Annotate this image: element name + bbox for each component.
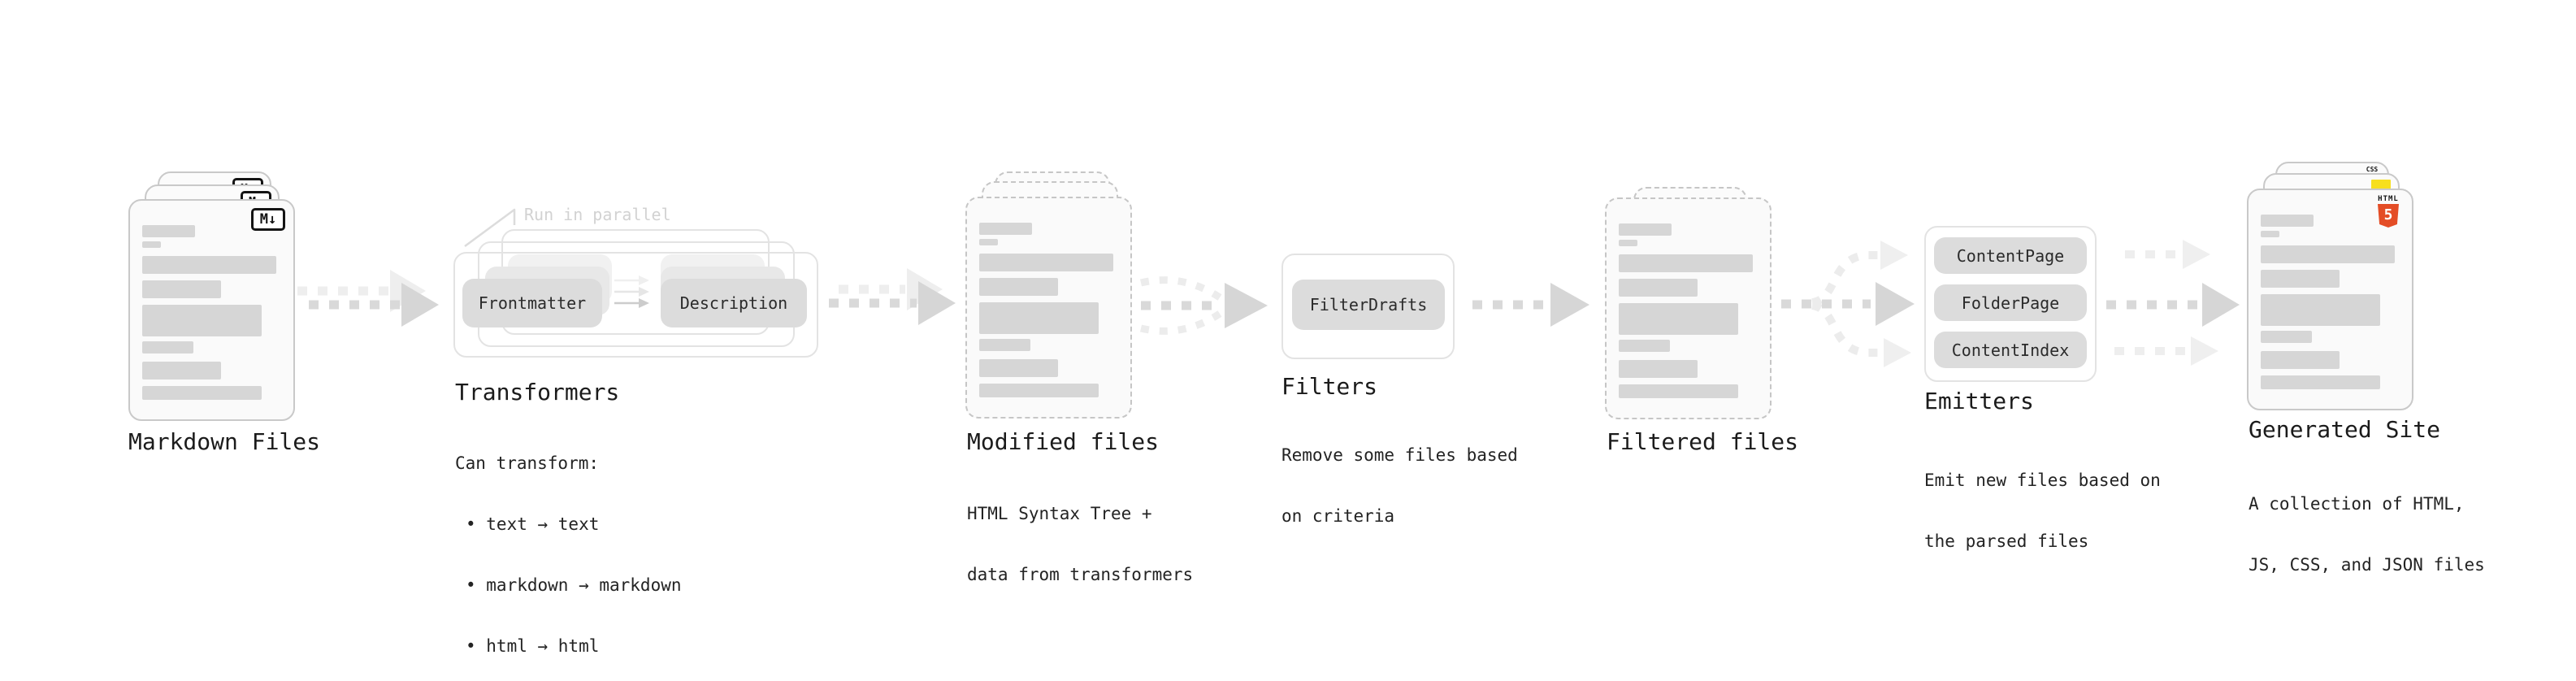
arrow-filters-to-filtered: [1472, 283, 1589, 327]
filtered-document: [1605, 197, 1772, 419]
run-in-parallel-note: Run in parallel: [524, 205, 671, 224]
html5-shield: 5: [2378, 204, 2399, 228]
text-line-bar: [1619, 223, 1672, 236]
stage-title-filtered-files: Filtered files: [1607, 428, 1799, 455]
arrow-modified-to-filters: [1139, 276, 1268, 335]
text-line-bar: [2261, 351, 2340, 369]
text-line-bar: [2261, 231, 2279, 237]
desc-line: HTML Syntax Tree +: [967, 504, 1152, 523]
text-line-bar: [142, 241, 161, 248]
desc-line: the parsed files: [1924, 531, 2089, 551]
text-line-bar: [2261, 215, 2314, 227]
note-leader-line: [464, 208, 516, 248]
generated-site-description: A collection of HTML, JS, CSS, and JSON …: [2249, 453, 2485, 616]
text-line-bar: [979, 302, 1099, 334]
text-line-bar: [979, 359, 1058, 377]
text-line-bar: [979, 278, 1058, 296]
emitters-description: Emit new files based on the parsed files: [1924, 430, 2161, 592]
desc-line: A collection of HTML,: [2249, 494, 2465, 514]
html5-number: 5: [2383, 206, 2393, 223]
desc-line: on criteria: [1281, 506, 1395, 526]
desc-line: Can transform:: [455, 453, 600, 473]
stage-title-transformers: Transformers: [455, 379, 620, 406]
text-line-bar: [1619, 254, 1753, 272]
stage-title-modified-files: Modified files: [967, 428, 1160, 455]
text-line-bar: [142, 256, 276, 274]
frontmatter-pill: Frontmatter: [462, 279, 602, 327]
arrow-emitters-to-generated-bottom: [2114, 336, 2218, 366]
stage-title-filters: Filters: [1281, 373, 1378, 400]
text-line-bar: [1619, 384, 1738, 398]
text-line-bar: [979, 384, 1099, 397]
text-line-bar: [2261, 270, 2340, 288]
text-line-bar: [979, 339, 1030, 351]
transformers-description: Can transform: • text → text • markdown …: [455, 413, 682, 681]
desc-line: JS, CSS, and JSON files: [2249, 555, 2485, 575]
modified-files-description: HTML Syntax Tree + data from transformer…: [967, 463, 1193, 626]
filters-description: Remove some files based on criteria: [1281, 405, 1518, 567]
text-line-bar: [979, 223, 1032, 235]
desc-line: • text → text: [466, 514, 600, 534]
text-line-bar: [2261, 331, 2312, 343]
desc-line: • markdown → markdown: [466, 575, 682, 595]
js-file-icon: [2371, 180, 2391, 189]
modified-document: [965, 197, 1132, 419]
folderpage-pill: FolderPage: [1934, 284, 2087, 321]
arrow-filtered-to-emitters: [1781, 241, 1915, 367]
markdown-document: M↓: [128, 199, 295, 421]
text-line-bar: [142, 280, 221, 298]
description-pill: Description: [661, 279, 807, 327]
arrow-transformers-to-modified: [829, 281, 956, 325]
html5-word: HTML: [2378, 195, 2399, 203]
text-line-bar: [1619, 240, 1637, 246]
text-line-bar: [979, 239, 998, 245]
desc-line: data from transformers: [967, 565, 1194, 584]
desc-line: Emit new files based on: [1924, 471, 2161, 490]
markdown-icon: M↓: [251, 208, 285, 231]
transformer-frame-front: [453, 252, 818, 358]
contentpage-pill: ContentPage: [1934, 237, 2087, 274]
generated-document: HTML 5: [2247, 189, 2413, 410]
arrow-markdown-to-transformers: [309, 283, 439, 327]
arrow-emitters-to-generated-middle: [2106, 283, 2240, 327]
text-line-bar: [142, 305, 262, 336]
text-line-bar: [142, 225, 195, 237]
stage-title-markdown-files: Markdown Files: [128, 428, 321, 455]
stage-title-emitters: Emitters: [1924, 388, 2034, 414]
text-line-bar: [1619, 340, 1670, 352]
text-line-bar: [1619, 303, 1738, 335]
arrow-emitters-to-generated-top: [2125, 240, 2210, 269]
desc-line: Remove some files based: [1281, 445, 1518, 465]
text-line-bar: [142, 362, 221, 380]
text-line-bar: [142, 341, 193, 354]
contentindex-pill: ContentIndex: [1934, 332, 2087, 368]
css-label: CSS: [2366, 166, 2379, 173]
desc-line: • html → html: [466, 636, 600, 656]
filterdrafts-pill: FilterDrafts: [1292, 280, 1445, 330]
text-line-bar: [1619, 279, 1698, 297]
text-line-bar: [979, 254, 1113, 271]
text-line-bar: [2261, 375, 2380, 389]
pill-to-pill-arrows: [614, 275, 649, 308]
stage-title-generated-site: Generated Site: [2249, 416, 2441, 443]
text-line-bar: [142, 386, 262, 400]
text-line-bar: [1619, 360, 1698, 378]
text-line-bar: [2261, 294, 2380, 326]
text-line-bar: [2261, 245, 2395, 263]
html5-icon: HTML 5: [2374, 195, 2402, 228]
